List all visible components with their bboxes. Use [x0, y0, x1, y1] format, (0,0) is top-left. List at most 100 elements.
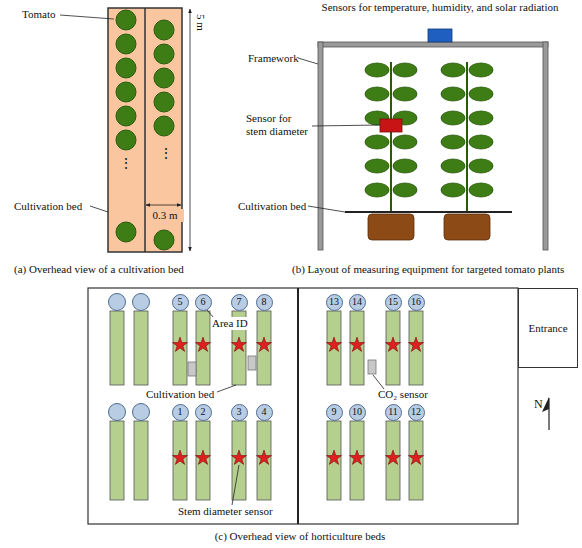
planter-pot: [444, 214, 490, 240]
part-label: Sensor for stem diameter: [246, 112, 310, 137]
area-id-circle: 11: [385, 404, 402, 421]
compass-label: N: [534, 398, 543, 412]
cultivation-bed: [409, 311, 423, 385]
area-id-circle: 6: [195, 294, 212, 311]
part-label: Framework: [248, 52, 299, 65]
leader-line: [217, 385, 236, 392]
cultivation-bed: [350, 311, 364, 385]
cultivation-bed: [257, 421, 271, 500]
stem-diameter-sensor-star: [349, 337, 364, 351]
part-label: Cultivation bed: [14, 200, 82, 213]
node-text: 11: [388, 407, 398, 417]
stem-diameter-sensor-star: [195, 450, 210, 464]
tomato-leaf: [393, 183, 417, 197]
leader-line: [312, 125, 380, 126]
co2-sensor: [368, 360, 376, 374]
cultivation-bed: [196, 311, 210, 385]
node-text: 15: [388, 297, 398, 307]
tomato-leaf: [469, 87, 493, 101]
area-id-circle: 9: [326, 404, 343, 421]
tomato-leaf: [393, 87, 417, 101]
tomato-leaf: [441, 87, 465, 101]
planter-pot: [368, 214, 414, 240]
framework-bar: [318, 42, 548, 47]
panel-c-drawing: [88, 288, 549, 524]
tomato-leaf: [365, 183, 389, 197]
stem-diameter-sensor-star: [408, 337, 423, 351]
part-label: Tomato: [22, 8, 55, 21]
panel-caption: (c) Overhead view of horticulture beds: [150, 530, 450, 543]
dimension-line: [146, 205, 181, 206]
stem-diameter-sensor-star: [385, 337, 400, 351]
tomato-plant: [116, 222, 136, 242]
tomato-leaf: [365, 63, 389, 77]
ellipsis-mark: ⋮: [159, 146, 169, 162]
cultivation-bed: [327, 311, 341, 385]
cultivation-bed: [110, 311, 124, 385]
part-label: CO₂ sensor: [378, 388, 428, 401]
node-text: 13: [329, 297, 339, 307]
area-id-circle: 15: [385, 294, 402, 311]
panel-a-drawing: [108, 8, 190, 252]
stem-diameter-sensor: [380, 119, 402, 132]
stem-diameter-sensor-star: [231, 450, 246, 464]
node-text: 3: [237, 407, 242, 417]
area-id-circle: 8: [256, 294, 273, 311]
co2-sensor: [248, 356, 256, 370]
node-text: 10: [352, 407, 362, 417]
climate-sensor: [428, 29, 452, 42]
stem-diameter-sensor-star: [256, 337, 271, 351]
area-id-circle: 13: [326, 294, 343, 311]
tomato-leaf: [469, 183, 493, 197]
bed-plate: [345, 211, 512, 213]
tomato-leaf: [365, 87, 389, 101]
node-text: 2: [201, 407, 206, 417]
greenhouse-divider: [297, 288, 299, 524]
panel-b-drawing: [318, 29, 548, 250]
tomato-plant: [154, 92, 174, 112]
tomato-plant: [154, 44, 174, 64]
tomato-leaf: [441, 159, 465, 173]
stem-diameter-sensor-star: [172, 450, 187, 464]
node-text: 5: [178, 297, 183, 307]
tomato-plant: [116, 130, 136, 150]
node-text: 16: [411, 297, 421, 307]
node-text: 1: [178, 407, 183, 417]
panel-caption: (b) Layout of measuring equipment for ta…: [292, 263, 564, 276]
cultivation-bed: [350, 421, 364, 500]
dimension-label: 5 m: [194, 14, 207, 31]
part-label: Cultivation bed: [146, 388, 214, 401]
cultivation-bed: [196, 421, 210, 500]
co2-sensor: [188, 362, 196, 376]
stem-diameter-sensor-star: [195, 337, 210, 351]
cultivation-bed: [232, 421, 246, 500]
leader-line: [308, 206, 345, 212]
area-id-circle: 7: [231, 294, 248, 311]
tomato-leaf: [469, 111, 493, 125]
area-marker: [133, 294, 150, 311]
node-text: 4: [262, 407, 267, 417]
dimension-line: [190, 9, 191, 251]
tomato-leaf: [365, 135, 389, 149]
node-text: 14: [352, 297, 362, 307]
area-id-circle: 5: [172, 294, 189, 311]
area-marker: [109, 294, 126, 311]
greenhouse-outline: [88, 288, 518, 524]
leader-line: [232, 465, 239, 505]
cultivation-bed: [257, 311, 271, 385]
tomato-leaf: [393, 63, 417, 77]
cultivation-bed: [386, 311, 400, 385]
node-text: 9: [332, 407, 337, 417]
panel-caption: (a) Overhead view of a cultivation bed: [14, 263, 184, 276]
stem-diameter-sensor-star: [326, 337, 341, 351]
tomato-plant: [154, 230, 174, 250]
tomato-leaf: [469, 63, 493, 77]
leader-line: [373, 375, 384, 389]
cultivation-bed: [173, 421, 187, 500]
tomato-plant: [154, 20, 174, 40]
tomato-leaf: [469, 159, 493, 173]
tomato-leaf: [365, 159, 389, 173]
tomato-leaf: [441, 111, 465, 125]
stem-diameter-sensor-star: [231, 337, 246, 351]
